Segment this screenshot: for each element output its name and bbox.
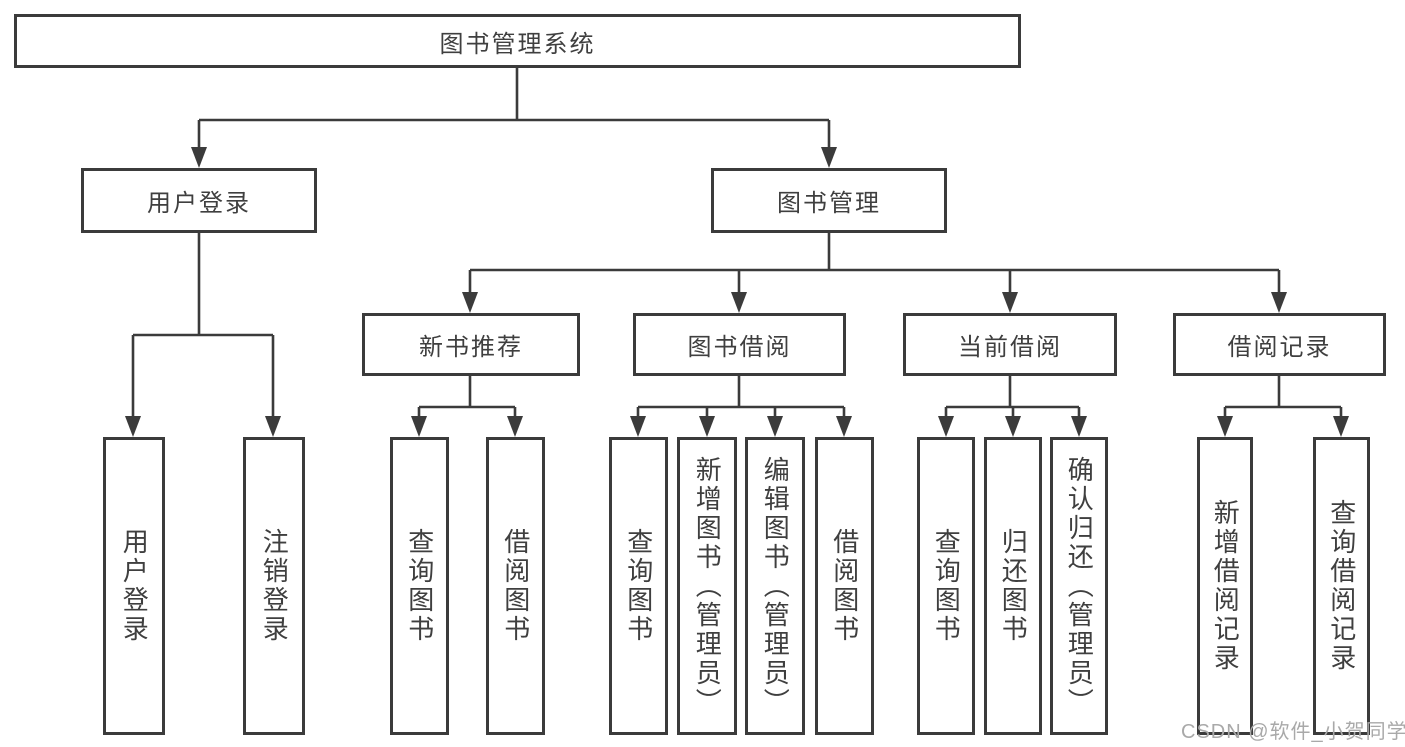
connector-root-branch: [191, 68, 837, 168]
connector-new-book-branch: [411, 376, 523, 437]
leaf-logout: 注销登录: [243, 437, 305, 735]
leaf-borrow-book: 借阅图书: [815, 437, 874, 735]
leaf-add-borrow-record: 新增借阅记录: [1197, 437, 1253, 735]
leaf-confirm-return-admin: 确认归还（管理员）: [1050, 437, 1108, 735]
leaf-borrow-book-recommend: 借阅图书: [486, 437, 545, 735]
node-book-management: 图书管理: [711, 168, 947, 233]
leaf-add-book-admin: 新增图书（管理员）: [677, 437, 737, 735]
leaf-query-book-current-label: 查询图书: [931, 528, 962, 644]
leaf-query-borrow-record: 查询借阅记录: [1313, 437, 1370, 735]
leaf-query-book-borrow-label: 查询图书: [623, 528, 654, 644]
leaf-borrow-book-recommend-label: 借阅图书: [500, 528, 531, 644]
leaf-return-book-label: 归还图书: [998, 528, 1029, 644]
node-borrow-records: 借阅记录: [1173, 313, 1386, 376]
connector-user-login-branch: [125, 233, 281, 437]
node-current-borrow: 当前借阅: [903, 313, 1117, 376]
node-book-borrow: 图书借阅: [633, 313, 846, 376]
leaf-return-book: 归还图书: [984, 437, 1042, 735]
connector-current-borrow-branch: [938, 376, 1087, 437]
leaf-user-login: 用户登录: [103, 437, 165, 735]
leaf-edit-book-admin: 编辑图书（管理员）: [745, 437, 805, 735]
connector-book-borrow-branch: [630, 376, 852, 437]
node-new-book-recommend: 新书推荐: [362, 313, 580, 376]
leaf-query-book-recommend-label: 查询图书: [404, 528, 435, 644]
connector-borrow-records-branch: [1217, 376, 1349, 437]
leaf-logout-label: 注销登录: [259, 528, 290, 644]
leaf-edit-book-admin-label: 编辑图书（管理员）: [760, 455, 791, 717]
leaf-query-book-current: 查询图书: [917, 437, 975, 735]
leaf-query-borrow-record-label: 查询借阅记录: [1326, 499, 1357, 673]
leaf-query-book-borrow: 查询图书: [609, 437, 668, 735]
leaf-add-book-admin-label: 新增图书（管理员）: [692, 455, 723, 717]
leaf-query-book-recommend: 查询图书: [390, 437, 449, 735]
node-user-login: 用户登录: [81, 168, 317, 233]
csdn-watermark: CSDN @软件_小贺同学: [1181, 721, 1405, 743]
leaf-user-login-label: 用户登录: [119, 528, 150, 644]
connector-book-mgmt-branch: [462, 233, 1287, 313]
leaf-add-borrow-record-label: 新增借阅记录: [1210, 499, 1241, 673]
leaf-borrow-book-label: 借阅图书: [829, 528, 860, 644]
node-root-system: 图书管理系统: [14, 14, 1021, 68]
leaf-confirm-return-admin-label: 确认归还（管理员）: [1064, 455, 1095, 717]
